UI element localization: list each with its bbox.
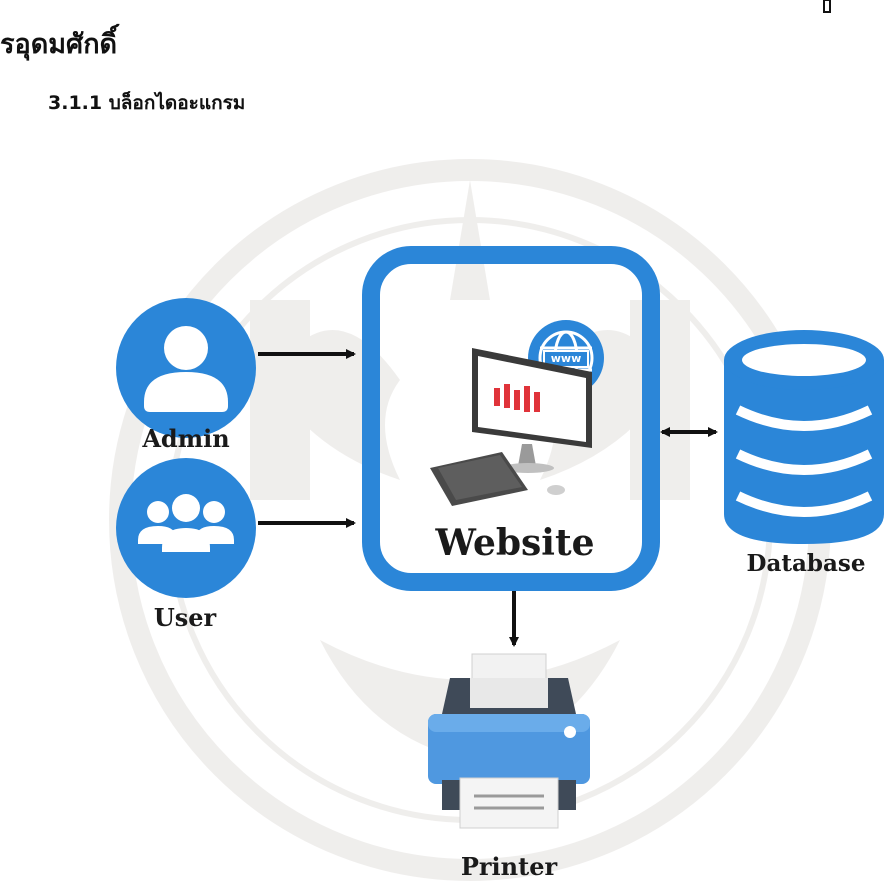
computer-monitor-icon bbox=[424, 340, 604, 510]
website-label: Website bbox=[435, 522, 595, 564]
user-label: User bbox=[153, 603, 217, 632]
website-node bbox=[362, 246, 660, 591]
admin-node bbox=[114, 296, 259, 441]
database-node bbox=[716, 324, 886, 550]
admin-label: Admin bbox=[142, 424, 230, 453]
printer-label: Printer bbox=[460, 852, 558, 881]
page-heading: รอุดมศักดิ์ bbox=[0, 29, 118, 60]
user-group-icon bbox=[116, 458, 256, 598]
database-label: Database bbox=[746, 550, 866, 577]
user-node bbox=[114, 456, 259, 601]
admin-person-icon bbox=[116, 298, 256, 438]
section-heading: 3.1.1 บล็อกไดอะแกรม bbox=[48, 92, 246, 114]
printer-node bbox=[420, 650, 598, 848]
corner-mark bbox=[822, 0, 832, 14]
database-cylinder-icon bbox=[724, 330, 884, 544]
website-frame bbox=[362, 246, 660, 591]
printer-icon bbox=[428, 653, 590, 829]
www-badge-text: www bbox=[550, 352, 582, 365]
